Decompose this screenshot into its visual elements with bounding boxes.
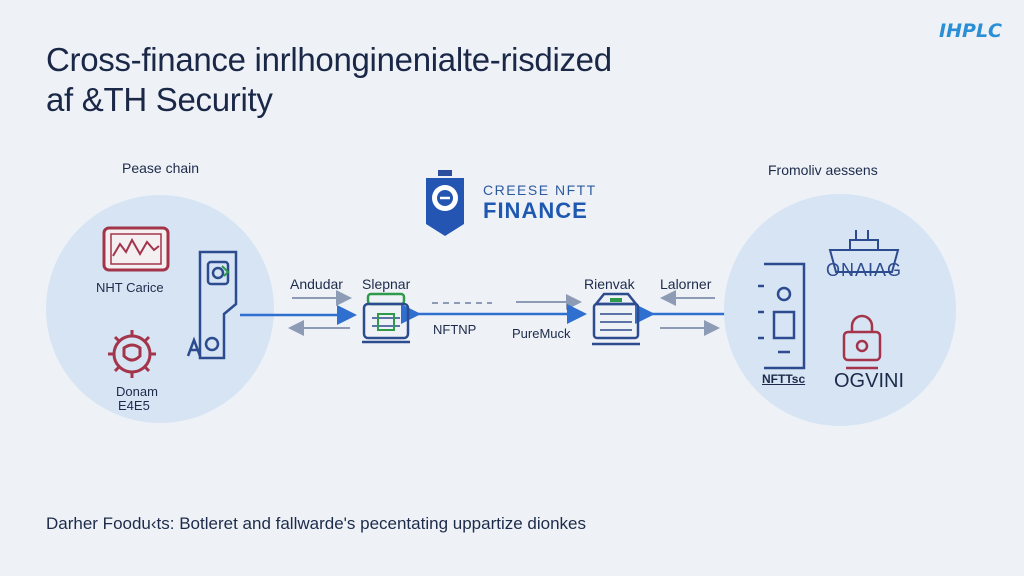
flow-label-lalorner: Lalorner xyxy=(660,276,712,292)
slepnar-device-icon xyxy=(362,292,410,344)
title-line-2: af &TH Security xyxy=(46,81,273,118)
left-item-2-label-line-1: Donam xyxy=(116,384,158,399)
right-ship-icon xyxy=(828,230,900,273)
left-item-1-label: NHT Carice xyxy=(96,280,164,295)
left-item-2-label-line-2: E4E5 xyxy=(118,398,150,413)
flow-label-rienvak: Rienvak xyxy=(584,276,635,292)
flow-label-puremuck: PureMuck xyxy=(512,326,571,341)
center-logo-line-2: FINANCE xyxy=(483,198,588,223)
right-tower-icon xyxy=(758,262,806,370)
flow-label-nftnp: NFTNP xyxy=(433,322,477,337)
footer-caption: Darher Foodu‹ts: Botleret and fallwarde'… xyxy=(46,514,586,533)
left-group-heading: Pease chain xyxy=(122,160,200,176)
page-title: Cross-finance inrlhonginenialte-risdized… xyxy=(46,40,746,120)
corner-logo: IHPLC xyxy=(939,20,1002,42)
flow-label-slepnar: Slepnar xyxy=(362,276,411,292)
right-group-heading: Fromoliv aessens xyxy=(768,162,878,178)
connector-device-icon xyxy=(186,250,238,360)
right-lock-icon xyxy=(842,314,882,370)
title-line-1: Cross-finance inrlhonginenialte-risdized xyxy=(46,41,612,78)
flow-label-andudar: Andudar xyxy=(290,276,343,292)
rienvak-server-icon xyxy=(592,292,640,346)
finance-lock-icon xyxy=(426,170,464,236)
right-item-1-label: ONAIAG xyxy=(826,260,903,280)
center-logo-line-1: CREESE NFTT xyxy=(483,182,597,198)
gear-shield-icon xyxy=(108,330,156,378)
chart-monitor-icon xyxy=(102,226,170,272)
center-logo-text: CREESE NFTT FINANCE xyxy=(483,182,597,224)
right-circle xyxy=(724,194,956,426)
right-item-2-label: NFTTsc xyxy=(762,372,806,386)
right-item-3-label: OGVINI xyxy=(834,370,905,392)
